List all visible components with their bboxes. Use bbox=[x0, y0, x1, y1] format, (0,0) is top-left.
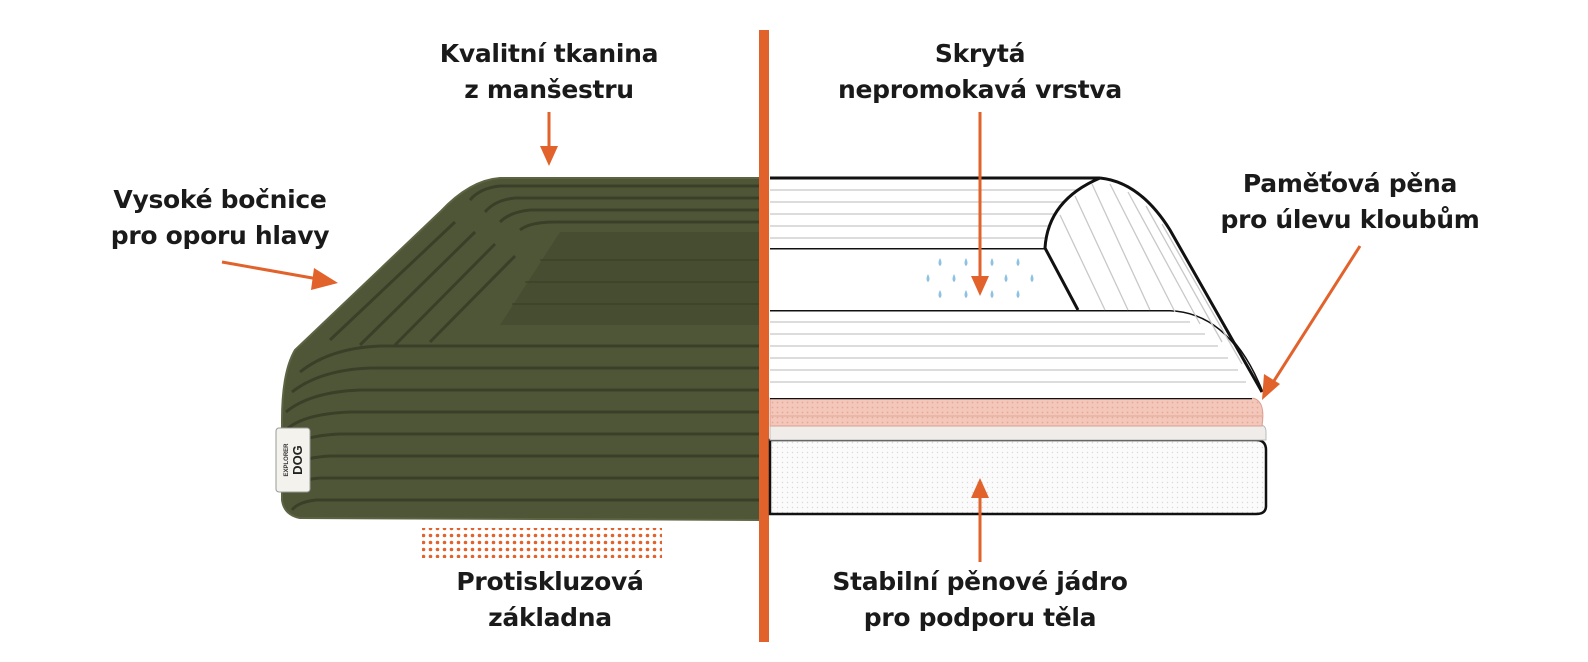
arrow-memory-foam bbox=[1262, 374, 1280, 400]
layer-cutaway-illustration bbox=[768, 176, 1268, 516]
brand-tag-line1: EXPLORER bbox=[284, 443, 290, 477]
label-top-fabric: Kvalitní tkanina z manšestru bbox=[429, 36, 669, 108]
brand-tag: EXPLORER DOG bbox=[275, 427, 311, 493]
corduroy-bed-illustration bbox=[281, 177, 765, 521]
label-side-bolster: Vysoké bočnice pro oporu hlavy bbox=[100, 182, 340, 254]
label-waterproof-line2: nepromokavá vrstva bbox=[838, 75, 1122, 104]
label-anti-slip-line2: základna bbox=[488, 603, 612, 632]
label-memory-foam: Paměťová pěna pro úlevu kloubům bbox=[1210, 166, 1490, 238]
label-core-line1: Stabilní pěnové jádro bbox=[832, 567, 1128, 596]
label-top-fabric-line2: z manšestru bbox=[464, 75, 634, 104]
arrow-core bbox=[971, 478, 989, 498]
label-core-line2: pro podporu těla bbox=[863, 603, 1097, 632]
water-drops bbox=[926, 258, 1034, 298]
arrow-top-fabric bbox=[540, 146, 558, 166]
arrow-waterproof bbox=[971, 276, 989, 296]
center-divider bbox=[759, 30, 769, 642]
anti-slip-dots bbox=[422, 528, 662, 558]
label-anti-slip: Protiskluzová základna bbox=[430, 564, 670, 636]
arrow-bolster bbox=[311, 268, 338, 290]
label-waterproof: Skrytá nepromokavá vrstva bbox=[830, 36, 1130, 108]
label-waterproof-line1: Skrytá bbox=[934, 39, 1026, 68]
label-side-bolster-line1: Vysoké bočnice bbox=[113, 185, 327, 214]
arrows bbox=[221, 112, 1362, 562]
label-side-bolster-line2: pro oporu hlavy bbox=[110, 221, 330, 250]
label-anti-slip-line1: Protiskluzová bbox=[456, 567, 644, 596]
label-memory-foam-line2: pro úlevu kloubům bbox=[1220, 205, 1480, 234]
brand-tag-line2: DOG bbox=[290, 445, 305, 475]
label-memory-foam-line1: Paměťová pěna bbox=[1242, 169, 1458, 198]
label-top-fabric-line1: Kvalitní tkanina bbox=[439, 39, 659, 68]
label-core: Stabilní pěnové jádro pro podporu těla bbox=[820, 564, 1140, 636]
